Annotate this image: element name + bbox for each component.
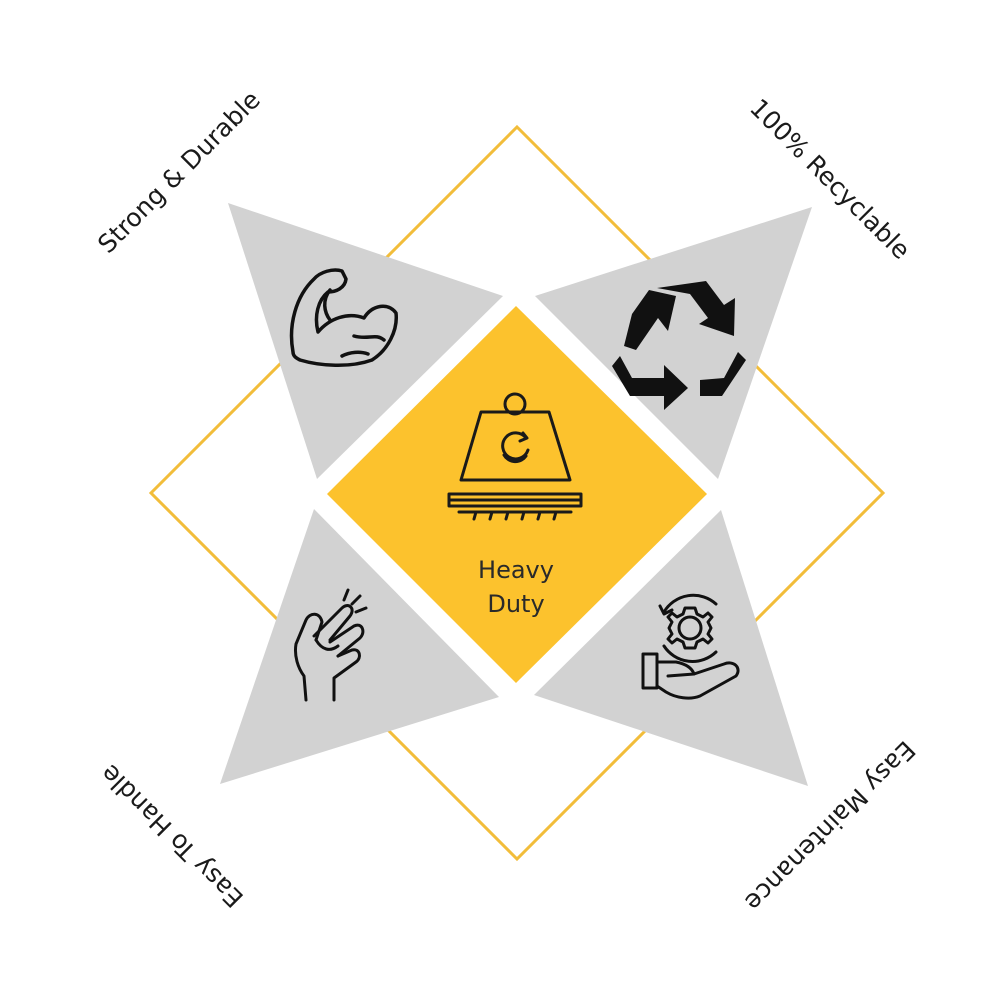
recycle-icon bbox=[612, 281, 746, 410]
weight-on-platform-icon bbox=[447, 392, 583, 521]
center-label-line2: Duty bbox=[487, 590, 544, 618]
triangle-top-right bbox=[535, 207, 812, 479]
center-label-line1: Heavy bbox=[478, 556, 554, 584]
snapping-fingers-icon bbox=[294, 588, 368, 702]
outer-diamond-outline bbox=[148, 124, 886, 862]
triangle-bottom-right bbox=[534, 510, 808, 786]
flexed-arm-icon bbox=[289, 268, 398, 368]
triangle-top-left bbox=[228, 203, 503, 479]
triangle-bottom-left bbox=[220, 509, 499, 784]
hand-gear-icon bbox=[641, 593, 740, 700]
